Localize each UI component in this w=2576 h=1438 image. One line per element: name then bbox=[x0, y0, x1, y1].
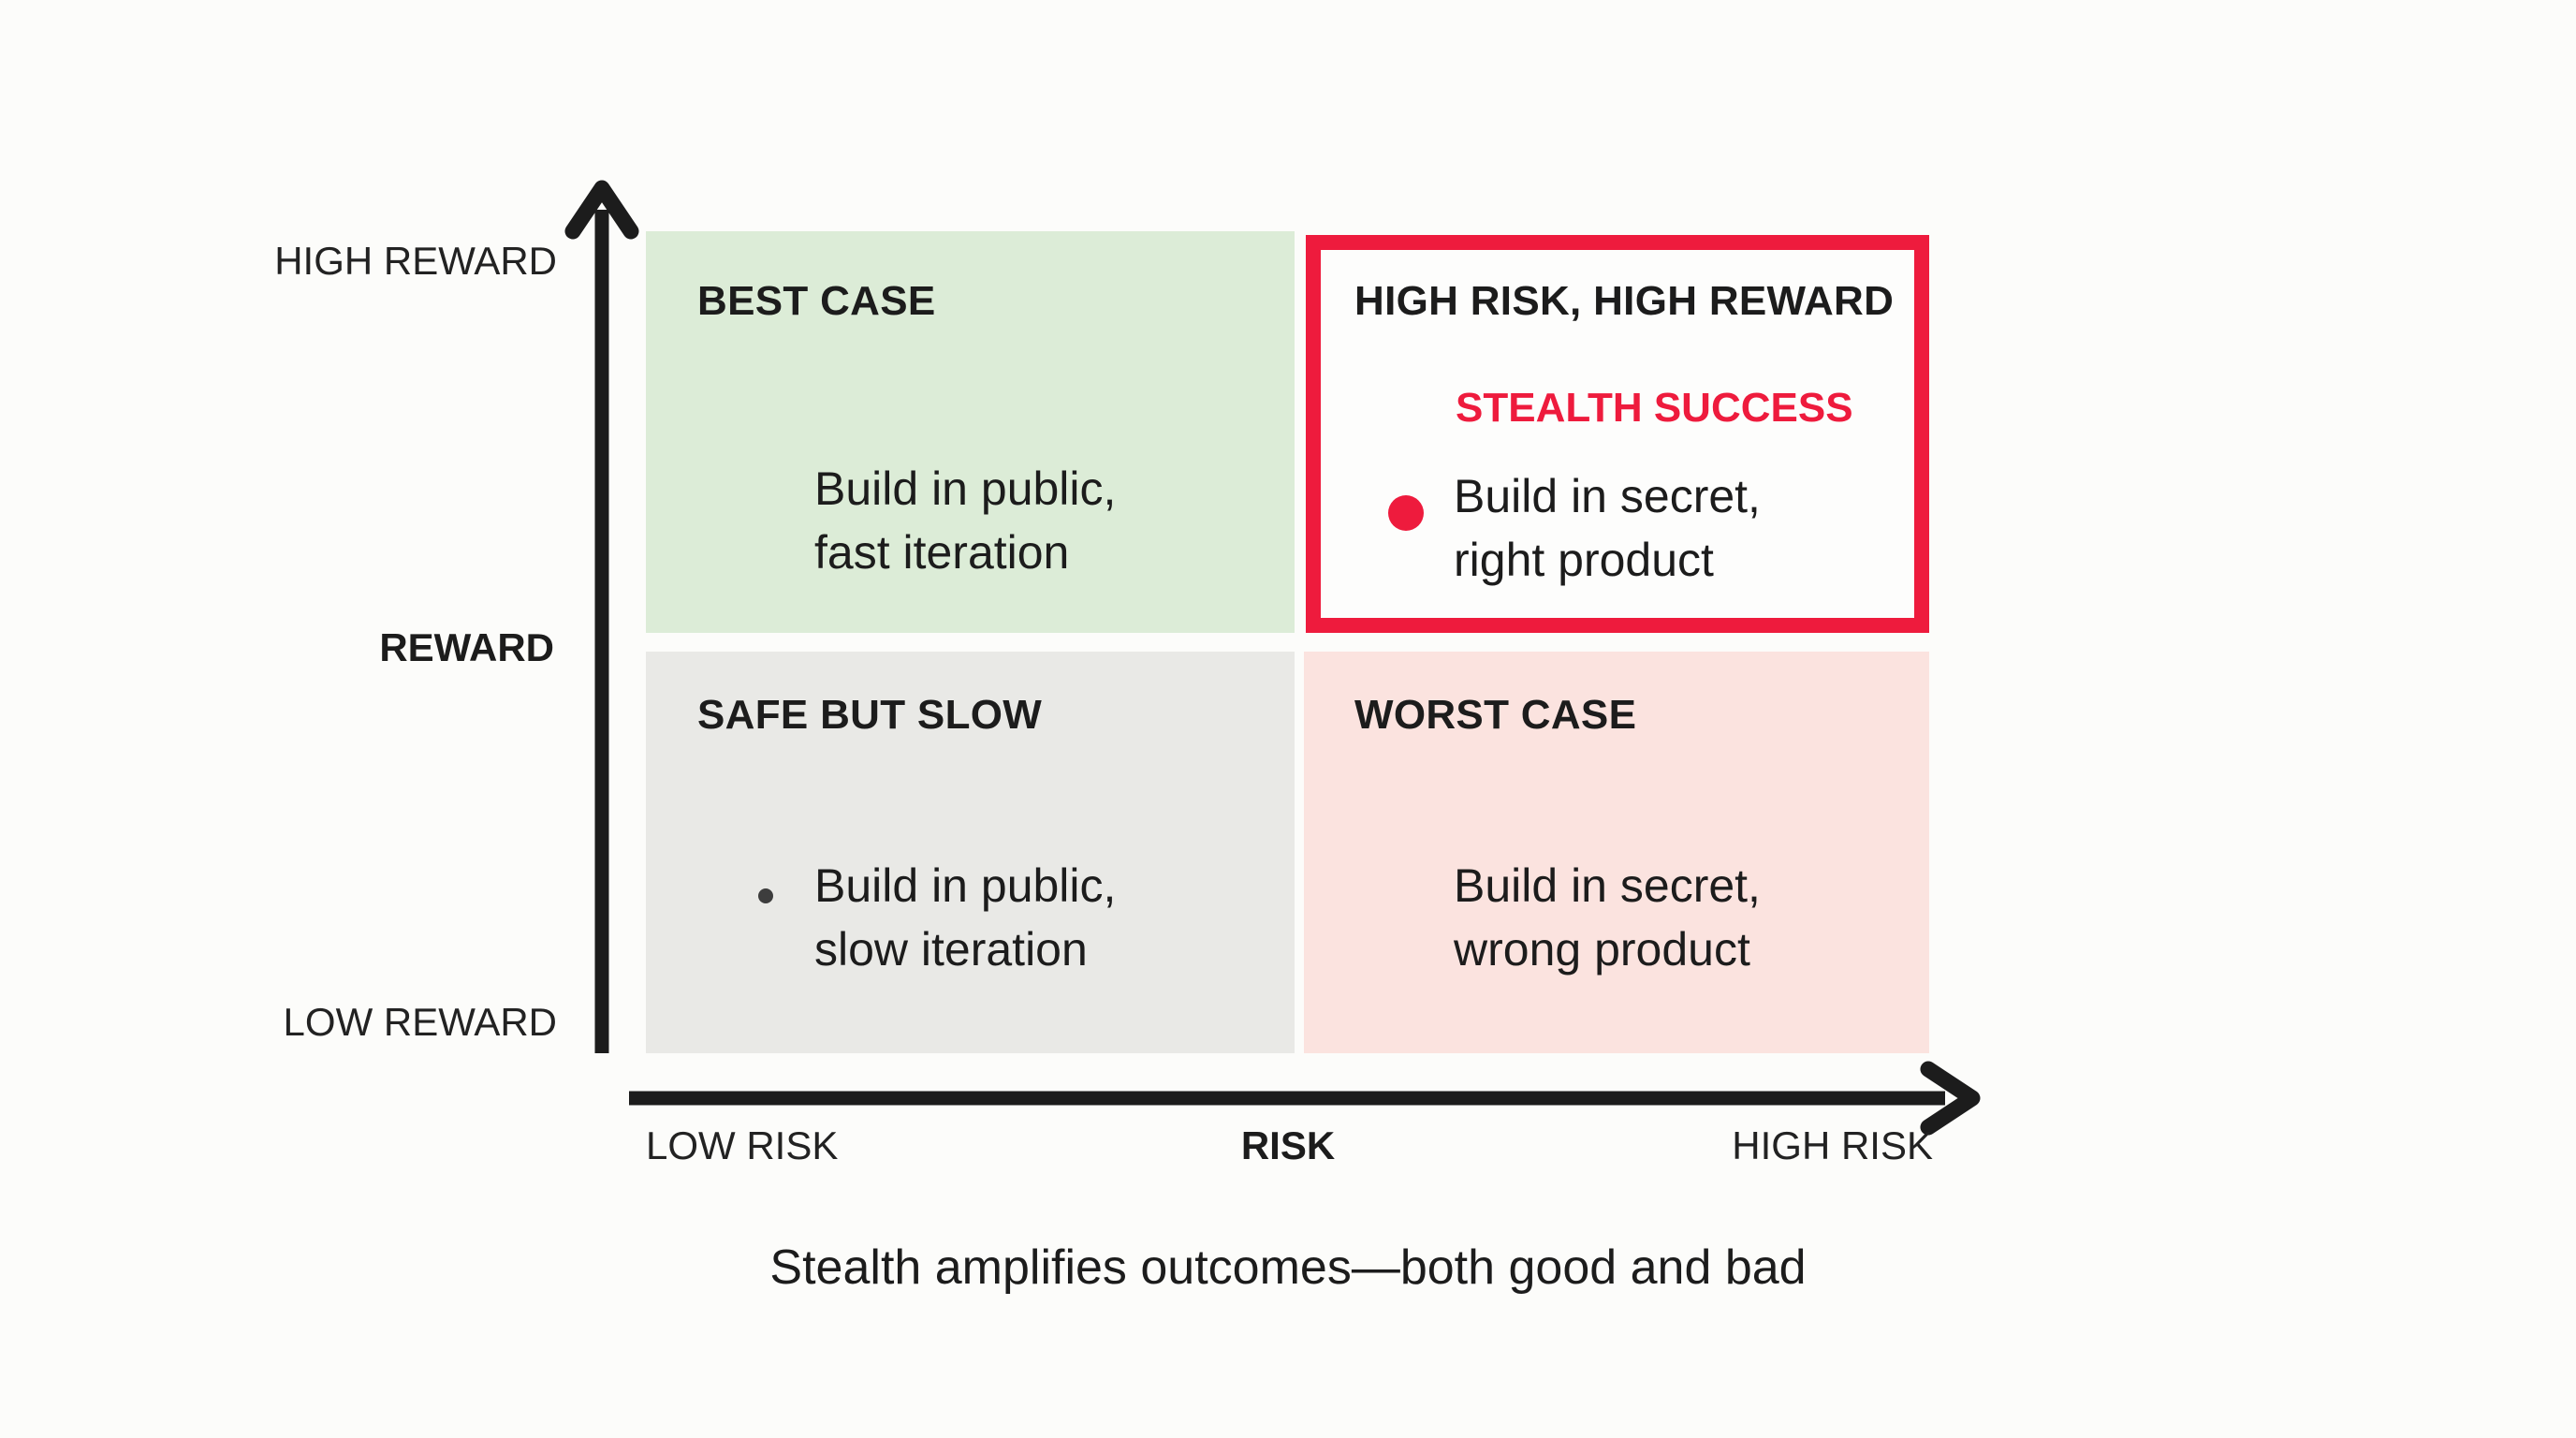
y-axis-low-label: LOW REWARD bbox=[283, 1000, 557, 1044]
quadrant-safe-but-slow bbox=[646, 652, 1295, 1053]
worst-case-title: WORST CASE bbox=[1354, 692, 1637, 738]
stealth-success-body: Build in secret, right product bbox=[1454, 470, 1761, 586]
diagram-caption: Stealth amplifies outcomes—both good and… bbox=[769, 1240, 1807, 1295]
best-case-title: BEST CASE bbox=[697, 278, 936, 324]
y-axis-arrowhead-icon bbox=[564, 180, 639, 240]
stealth-success-subtitle: STEALTH SUCCESS bbox=[1456, 385, 1853, 431]
high-risk-high-reward-title: HIGH RISK, HIGH REWARD bbox=[1354, 278, 1895, 324]
x-axis-low-label: LOW RISK bbox=[646, 1123, 839, 1167]
safe-but-slow-body: Build in public, slow iteration bbox=[814, 859, 1117, 976]
quadrant-stealth-success-highlight-box bbox=[1306, 235, 1929, 633]
quadrant-worst-case bbox=[1304, 652, 1929, 1053]
safe-but-slow-title: SAFE BUT SLOW bbox=[697, 692, 1043, 738]
y-axis-high-label: HIGH REWARD bbox=[274, 239, 557, 283]
red-dot-marker-icon bbox=[1388, 495, 1424, 531]
worst-case-body: Build in secret, wrong product bbox=[1454, 859, 1761, 976]
x-axis-arrowhead-icon bbox=[1920, 1061, 1981, 1136]
gray-dot-marker-icon bbox=[758, 888, 773, 903]
x-axis-title: RISK bbox=[1240, 1123, 1336, 1167]
best-case-body: Build in public, fast iteration bbox=[814, 462, 1117, 579]
quadrant-best-case bbox=[646, 231, 1295, 633]
x-axis-high-label: HIGH RISK bbox=[1732, 1123, 1933, 1167]
y-axis-title: REWARD bbox=[379, 625, 554, 669]
